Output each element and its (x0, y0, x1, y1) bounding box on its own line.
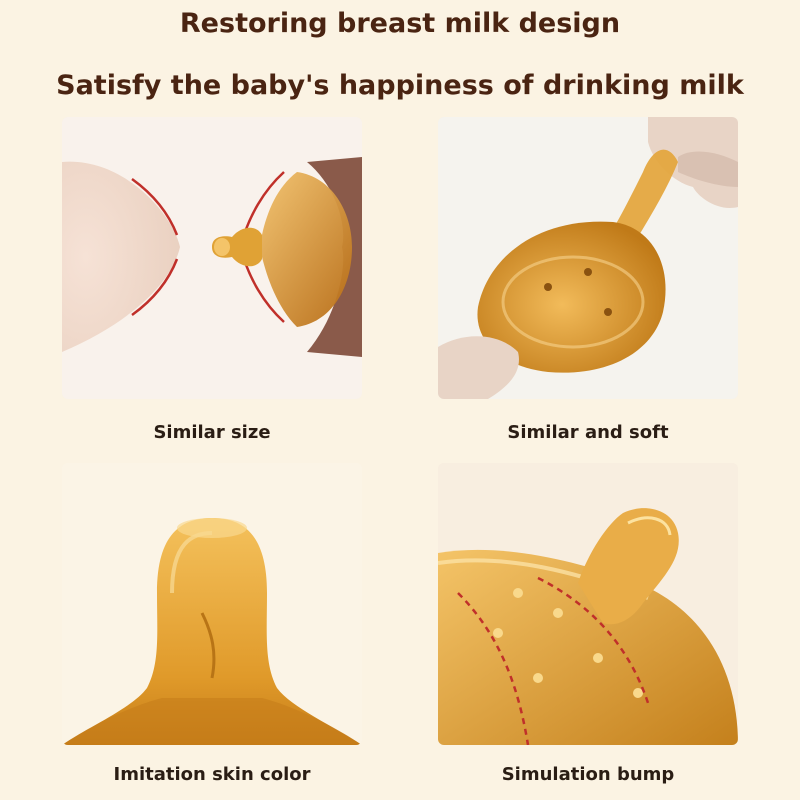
nipple-size-comparison-photo (62, 117, 362, 399)
caption-simulation-bump: Simulation bump (501, 764, 675, 785)
caption-imitation-skin-color: Imitation skin color (113, 764, 311, 785)
nipple-stretch-photo (438, 117, 738, 399)
page-subtitle: Satisfy the baby's happiness of drinking… (56, 70, 744, 101)
nipple-front-photo (62, 463, 362, 745)
caption-similar-and-soft: Similar and soft (507, 422, 669, 443)
caption-similar-size: Similar size (153, 422, 271, 443)
nipple-bump-closeup-photo (438, 463, 738, 745)
page-title: Restoring breast milk design (179, 8, 621, 39)
